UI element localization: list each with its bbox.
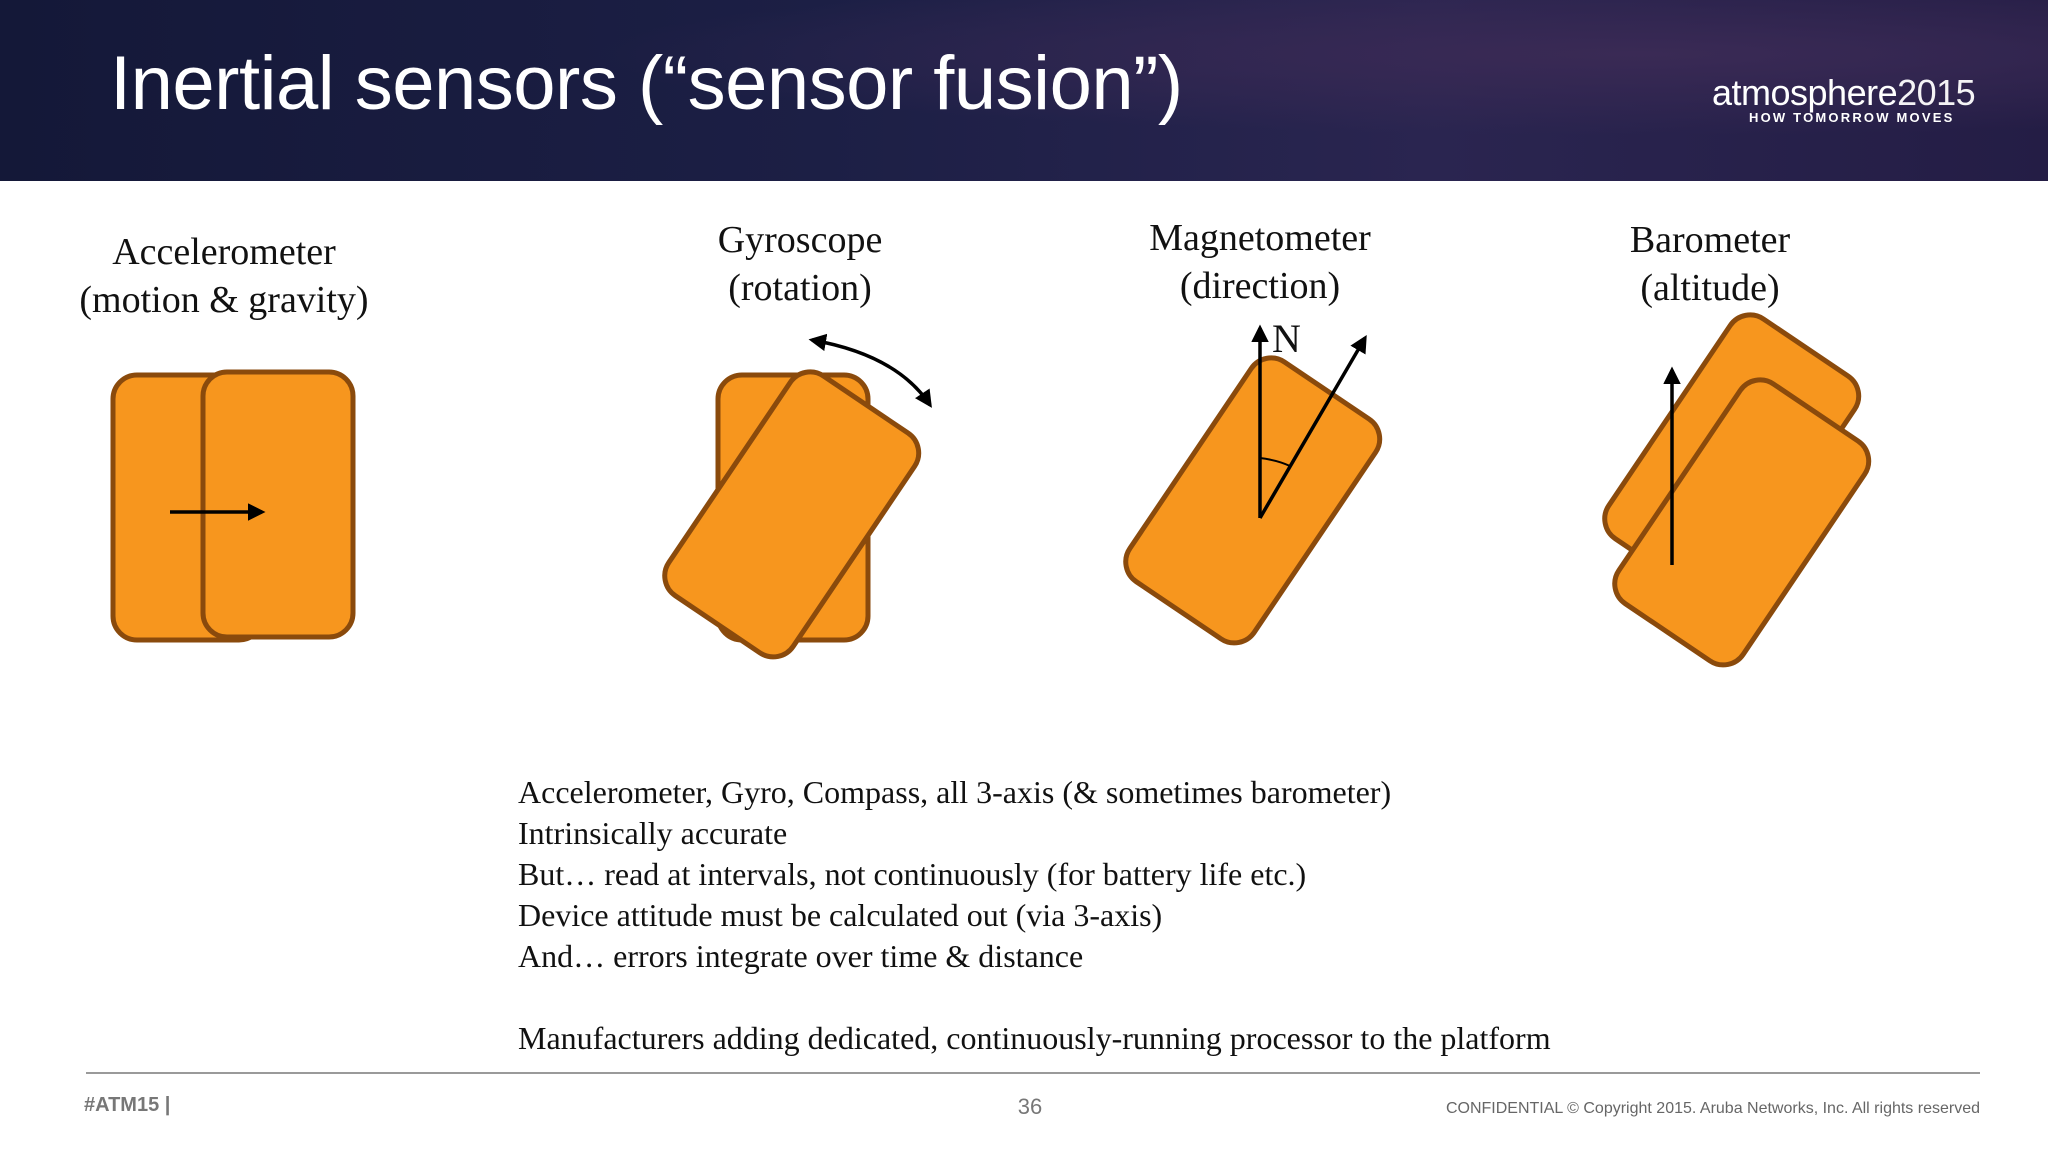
accelerometer-label: Accelerometer (motion & gravity) bbox=[62, 228, 386, 324]
angle-arc bbox=[1259, 457, 1291, 467]
sensor-name: Accelerometer bbox=[112, 231, 336, 273]
note-line: But… read at intervals, not continuously… bbox=[518, 856, 1307, 892]
logo-tagline: HOW TOMORROW MOVES bbox=[1749, 110, 1955, 125]
sensor-detail: (motion & gravity) bbox=[79, 279, 369, 321]
sensor-detail: (altitude) bbox=[1640, 267, 1780, 309]
phone-shape bbox=[1123, 355, 1383, 646]
phone-shape bbox=[1612, 377, 1872, 668]
phone-shape bbox=[200, 369, 356, 640]
accelerometer-diagram bbox=[110, 369, 356, 643]
note-line: Accelerometer, Gyro, Compass, all 3-axis… bbox=[518, 774, 1392, 810]
rotation-arrow bbox=[808, 333, 932, 408]
footer-copyright: CONFIDENTIAL © Copyright 2015. Aruba Net… bbox=[1445, 1100, 1980, 1117]
logo-year: 2015 bbox=[1897, 72, 1976, 113]
footer-divider bbox=[86, 1072, 1980, 1074]
note-line: Intrinsically accurate bbox=[518, 815, 788, 851]
note-line: And… errors integrate over time & distan… bbox=[518, 938, 1084, 974]
sensor-name: Magnetometer bbox=[1149, 217, 1371, 259]
magnetometer-diagram: N bbox=[1123, 316, 1383, 646]
note-line: Device attitude must be calculated out (… bbox=[518, 897, 1163, 933]
sensor-name: Gyroscope bbox=[717, 219, 883, 261]
magnetometer-label: Magnetometer (direction) bbox=[1110, 214, 1410, 310]
slide-header: Inertial sensors (“sensor fusion”) atmos… bbox=[0, 0, 2048, 181]
gyroscope-diagram bbox=[662, 333, 932, 660]
sensor-detail: (direction) bbox=[1179, 265, 1341, 307]
north-marker: N bbox=[1272, 316, 1301, 361]
heading-arrow bbox=[1258, 334, 1367, 519]
note-line: Manufacturers adding dedicated, continuo… bbox=[518, 1020, 1551, 1056]
note-spacer bbox=[518, 977, 1551, 1018]
sensor-name: Barometer bbox=[1629, 219, 1791, 261]
logo-wordmark: atmosphere2015 bbox=[1712, 72, 1976, 114]
logo-name: atmosphere bbox=[1712, 72, 1898, 113]
barometer-diagram bbox=[1602, 312, 1872, 668]
barometer-label: Barometer (altitude) bbox=[1560, 216, 1860, 312]
atmosphere-logo: atmosphere2015 HOW TOMORROW MOVES bbox=[1712, 72, 1976, 128]
slide-title: Inertial sensors (“sensor fusion”) bbox=[110, 41, 1183, 126]
sensor-detail: (rotation) bbox=[728, 267, 872, 309]
notes-list: Accelerometer, Gyro, Compass, all 3-axis… bbox=[518, 772, 1551, 1059]
gyroscope-label: Gyroscope (rotation) bbox=[660, 216, 940, 312]
page-number: 36 bbox=[1017, 1094, 1043, 1119]
phone-shape bbox=[662, 369, 922, 660]
footer-hashtag: #ATM15 | bbox=[84, 1094, 171, 1116]
